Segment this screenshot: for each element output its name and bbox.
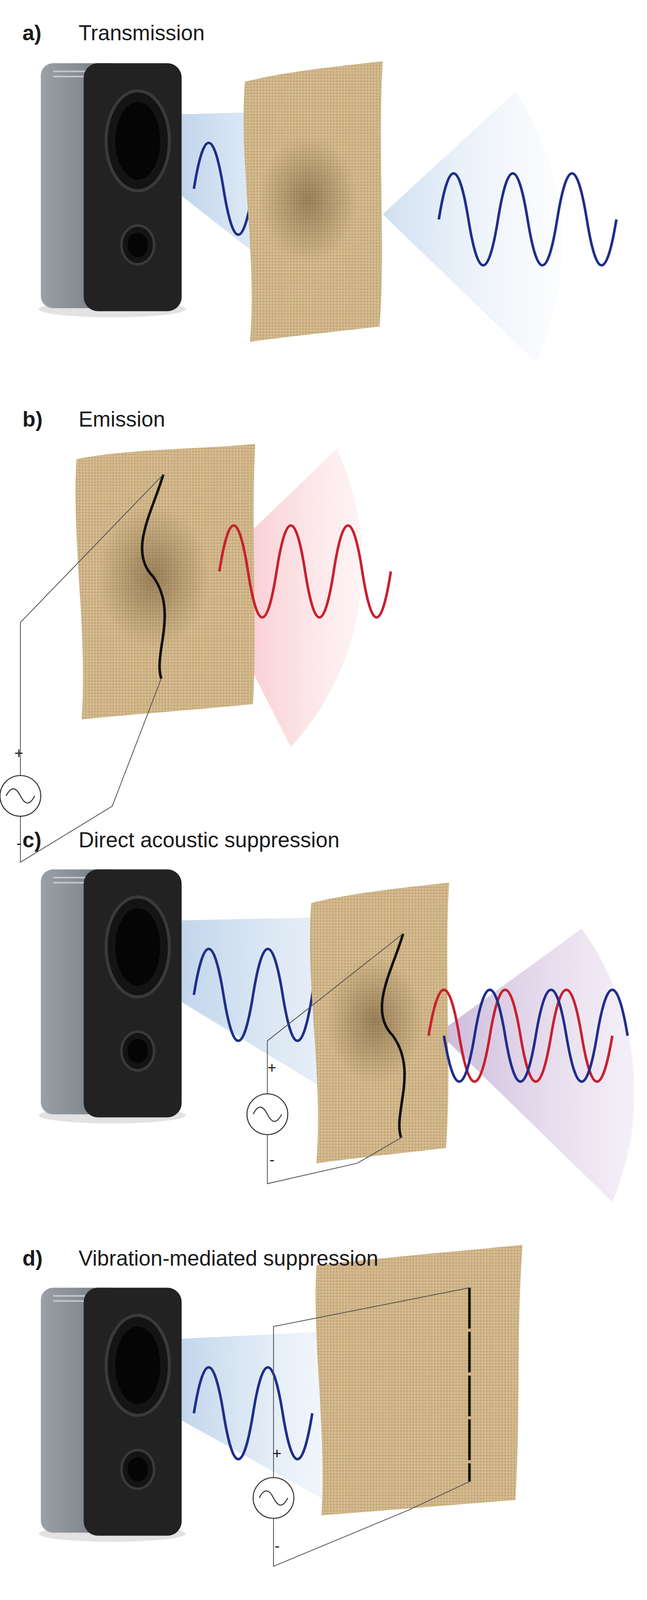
sound-cone (181, 1330, 325, 1500)
polarity-sign: - (274, 1536, 280, 1553)
fabric-deformation (325, 956, 424, 1084)
fiber-electrode (142, 474, 165, 679)
wire (273, 1480, 470, 1566)
fiber-electrode (381, 933, 405, 1138)
polarity-sign: + (267, 1059, 277, 1075)
sound-cone (382, 91, 563, 362)
panel-direct-suppression (38, 868, 635, 1201)
polarity-sign: + (14, 744, 24, 761)
transmitted-wave (443, 989, 628, 1082)
transmitted-wave (438, 173, 617, 265)
ac-source (6, 788, 35, 803)
wire (20, 474, 164, 776)
panel-emission (0, 443, 391, 862)
wire (267, 933, 404, 1094)
loudspeaker (38, 1287, 186, 1542)
emitted-wave (219, 525, 391, 617)
incident-wave (194, 1366, 313, 1459)
fabric (315, 1244, 523, 1515)
ac-source (258, 1489, 288, 1505)
panel-letter: b) (22, 408, 43, 430)
ac-source (246, 1093, 288, 1134)
ac-source (253, 1476, 294, 1518)
panel-title: Transmission (78, 22, 205, 44)
fabric-deformation (258, 135, 357, 263)
wire (267, 1133, 402, 1183)
fabric (309, 882, 450, 1163)
panel-letter: d) (22, 1246, 43, 1269)
fabric (243, 61, 383, 342)
panel-title: Emission (78, 408, 166, 430)
wire (273, 1287, 470, 1477)
panel-letter: c) (22, 828, 42, 851)
polarity-sign: + (272, 1444, 282, 1461)
panel-letter: a) (22, 22, 42, 44)
polarity-sign: - (16, 834, 22, 851)
panel-title: Direct acoustic suppression (78, 828, 340, 851)
ac-source (253, 1106, 282, 1121)
emitted-wave (428, 989, 613, 1082)
polarity-sign: - (269, 1150, 275, 1167)
fiber-electrode (468, 1287, 471, 1482)
panel-vibration-suppression (38, 1244, 523, 1566)
loudspeaker (38, 868, 186, 1123)
panel-title: Vibration-mediated suppression (78, 1246, 379, 1269)
panel-transmission (38, 61, 617, 362)
loudspeaker (38, 63, 186, 318)
ac-source (0, 775, 41, 816)
fabric (75, 443, 256, 720)
